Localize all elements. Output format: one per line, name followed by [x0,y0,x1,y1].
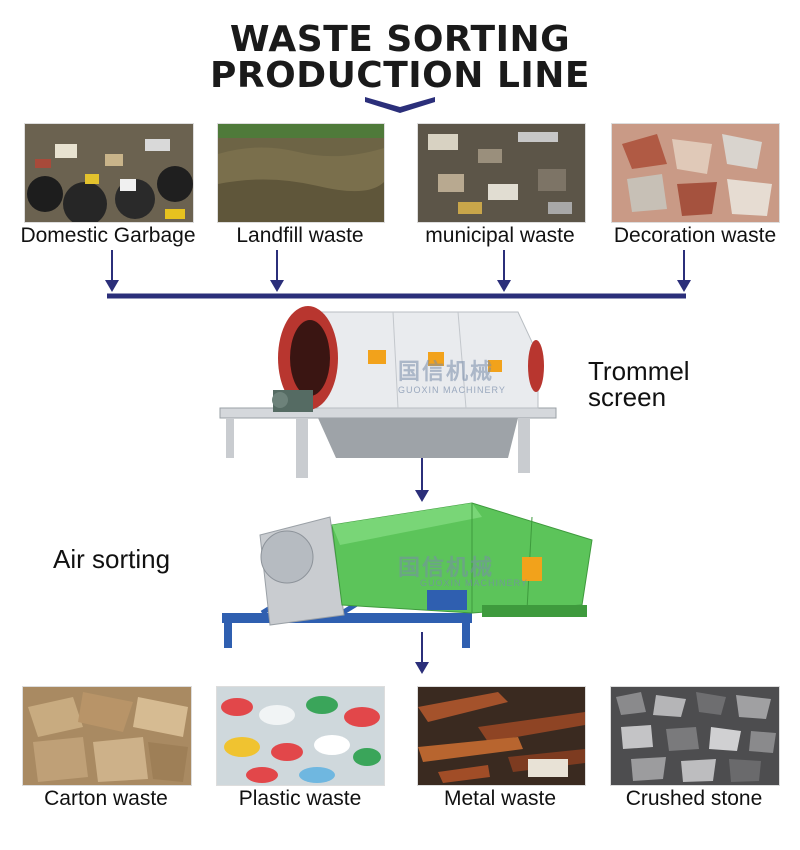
caption-crushed-stone: Crushed stone [625,787,763,810]
watermark-cn-trommel: 国信机械 [398,359,495,384]
watermark-en-trommel: GUOXIN MACHINERY [398,385,506,395]
decoration-waste-photo [611,123,780,223]
arrow-down-icon [415,490,429,502]
air-sorting-machine [222,502,593,648]
caption-municipal-waste: municipal waste [425,224,575,247]
arrow-down-icon [677,280,691,292]
trommel-label-line1: Trommel [588,356,690,386]
chevron-down-icon [365,97,435,113]
metal-waste-photo [417,686,586,786]
title-line-2: PRODUCTION LINE [209,55,590,96]
trommel-screen-machine [219,306,557,478]
caption-plastic-waste: Plastic waste [238,787,362,810]
arrow-down-icon [415,662,429,674]
caption-domestic-garbage: Domestic Garbage [20,224,196,247]
crushed-stone-photo [610,686,780,786]
title-line-1: WASTE SORTING [229,19,571,60]
watermark-en-air: GUOXIN MACHINERY [420,578,528,588]
landfill-waste-photo [217,123,385,223]
air-sorting-label: Air sorting [53,544,171,574]
plastic-waste-photo [216,686,385,786]
domestic-garbage-photo [24,123,194,223]
trommel-label-line2: screen [588,382,667,412]
arrow-down-icon [497,280,511,292]
arrow-down-icon [105,280,119,292]
carton-waste-photo [22,686,192,786]
municipal-waste-photo [417,123,586,223]
caption-metal-waste: Metal waste [443,787,557,810]
caption-decoration-waste: Decoration waste [613,224,777,247]
watermark-cn-air: 国信机械 [398,555,495,580]
arrow-down-icon [270,280,284,292]
caption-landfill-waste: Landfill waste [236,224,364,247]
caption-carton-waste: Carton waste [44,787,168,810]
